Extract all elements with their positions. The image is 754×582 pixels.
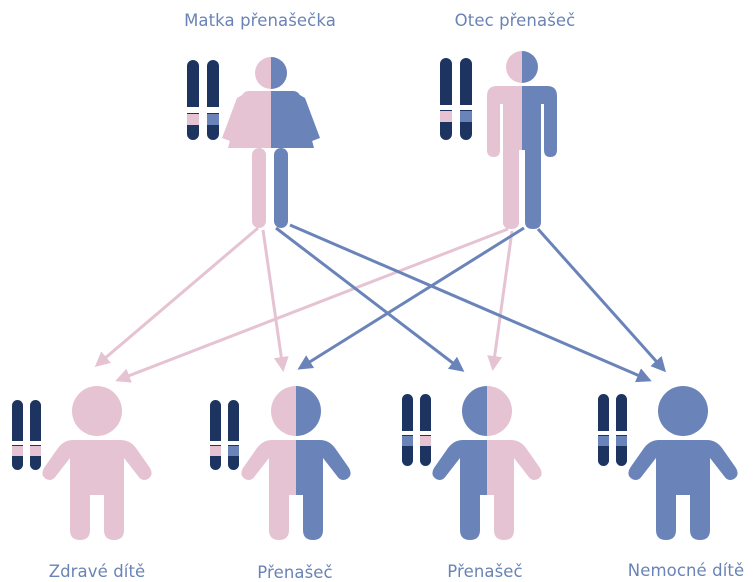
- arrow-father-affected-to-child-2: [297, 226, 525, 370]
- child-healthy-label: Zdravé dítě: [48, 562, 146, 581]
- child-carrier-figure-1: [210, 386, 351, 540]
- child-carrier-label-1: Přenašeč: [257, 563, 333, 582]
- father-label: Otec přenašeč: [454, 11, 576, 30]
- child-affected-figure: [598, 386, 738, 540]
- arrow-mother-affected-to-child-3: [275, 226, 465, 372]
- arrow-mother-healthy-to-child-2: [261, 229, 289, 372]
- child-healthy-figure: [12, 386, 152, 540]
- arrow-mother-healthy-to-child-1: [94, 226, 259, 367]
- child-3-chromosomes: [402, 394, 431, 466]
- arrow-father-affected-to-child-4: [536, 228, 666, 373]
- arrow-mother-affected-to-child-4: [289, 223, 652, 383]
- arrow-father-healthy-to-child-1: [115, 227, 509, 383]
- mother-chromosomes: [187, 60, 219, 140]
- father-chromosomes: [440, 58, 472, 140]
- child-affected-label: Nemocné dítě: [627, 561, 745, 580]
- child-2-chromosomes: [210, 400, 239, 470]
- father-figure: [440, 51, 557, 229]
- inheritance-arrows: [94, 223, 666, 383]
- mother-label: Matka přenašečka: [184, 11, 336, 30]
- child-carrier-figure-2: [402, 386, 542, 540]
- child-4-chromosomes: [598, 394, 627, 466]
- arrow-father-healthy-to-child-3: [487, 230, 514, 371]
- child-1-chromosomes: [12, 400, 41, 470]
- child-carrier-label-2: Přenašeč: [447, 562, 523, 581]
- mother-figure: [187, 57, 320, 228]
